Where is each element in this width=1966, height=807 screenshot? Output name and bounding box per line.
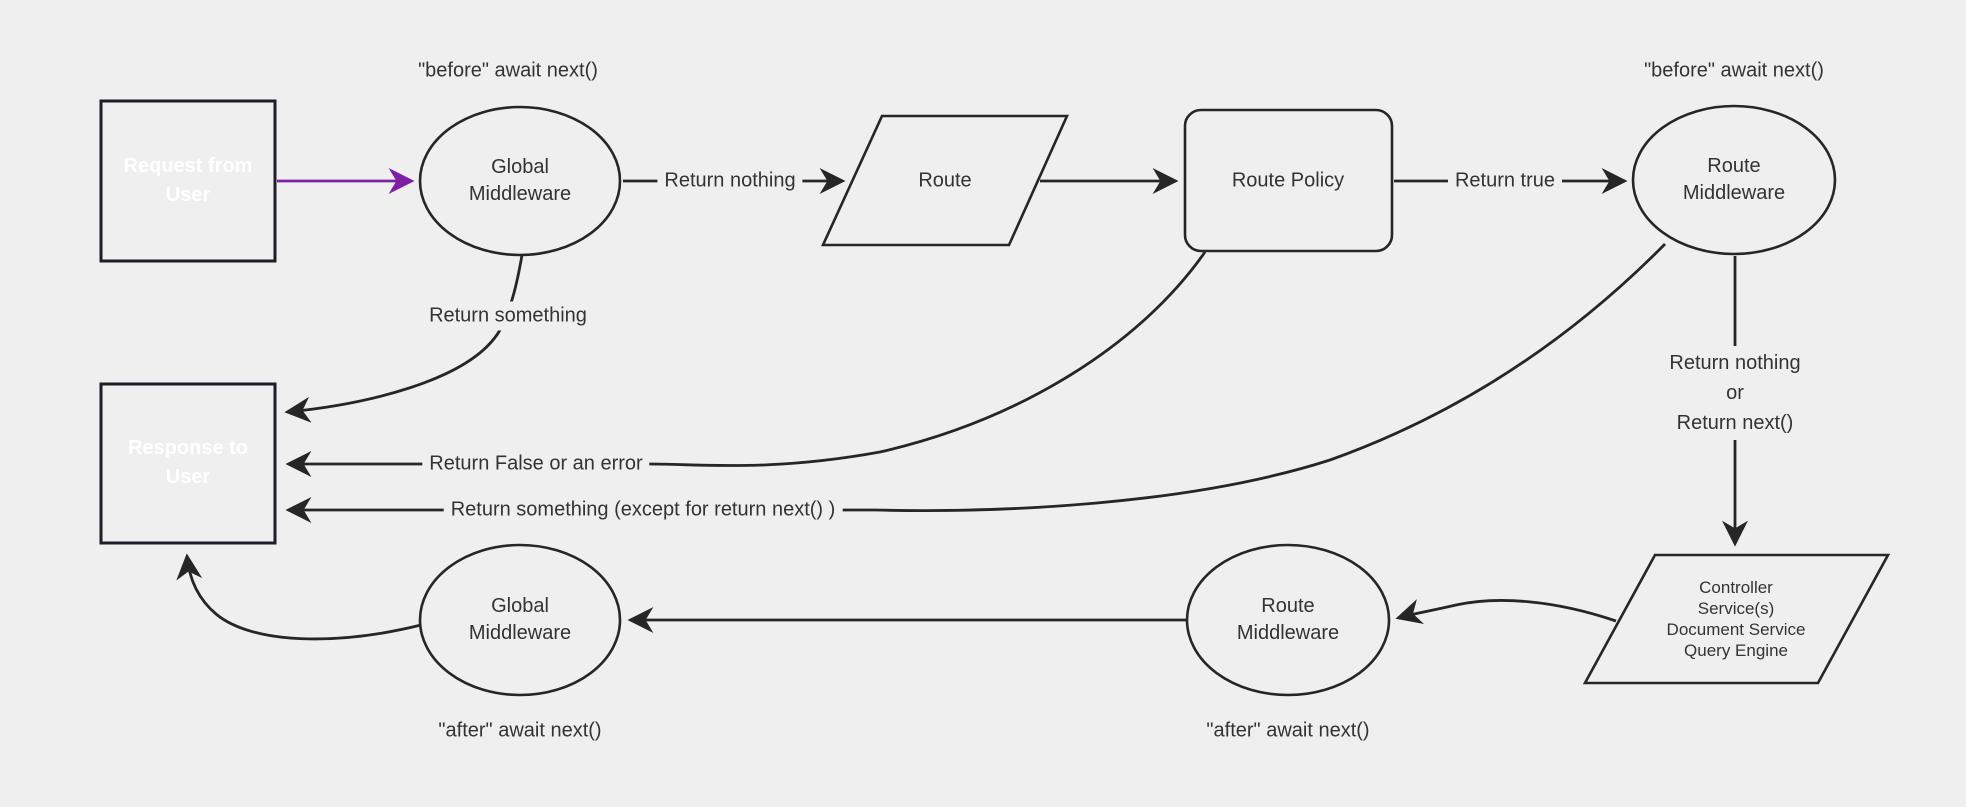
- node-response-to-user-shape: [99, 382, 277, 545]
- node-route-middleware-after-shape: [1185, 543, 1391, 697]
- node-response-to-user-label: Response to User: [127, 437, 249, 488]
- node-route-policy-label: Route Policy: [1231, 169, 1345, 192]
- edge-label-return-something: Return something: [422, 301, 594, 331]
- annotation-before-await-next-right: "before" await next(): [1644, 59, 1824, 82]
- node-route-middleware-before-shape: [1631, 104, 1837, 256]
- node-global-middleware-after-label: Global Middleware: [468, 595, 572, 644]
- node-route-middleware-before-label: Route Middleware: [1682, 155, 1786, 204]
- edge-global-middleware-after-to-response: [176, 553, 422, 641]
- node-request-from-user-shape: [99, 99, 277, 263]
- node-controller-services-shape: [1582, 553, 1891, 685]
- edge-global-middleware-to-response: [284, 254, 524, 423]
- node-route-shape: [820, 114, 1070, 247]
- edge-route-policy-to-response: [285, 251, 1207, 477]
- edge-label-return-something-except: Return something (except for return next…: [443, 495, 843, 525]
- node-global-middleware-before-label: Global Middleware: [468, 156, 572, 205]
- edge-label-return-true: Return true: [1447, 166, 1563, 196]
- annotation-after-await-next-right: "after" await next(): [1206, 719, 1370, 742]
- node-global-middleware-before-shape: [418, 105, 622, 257]
- edge-label-return-nothing: Return nothing: [657, 166, 803, 196]
- node-request-from-user-label: Request from User: [123, 155, 253, 206]
- annotation-before-await-next-left: "before" await next(): [418, 59, 598, 82]
- edge-label-return-false-or-error: Return False or an error: [422, 449, 650, 479]
- node-route-policy-shape: [1183, 108, 1394, 253]
- edge-controller-to-route-middleware-after: [1395, 599, 1617, 625]
- node-global-middleware-after-shape: [418, 543, 622, 697]
- node-route-middleware-after-label: Route Middleware: [1236, 595, 1340, 644]
- annotation-after-await-next-left: "after" await next(): [438, 719, 602, 742]
- node-controller-services-label: Controller Service(s) Document Service Q…: [1666, 578, 1806, 660]
- edge-label-return-nothing-or-next: Return nothing or Return next(): [1661, 346, 1809, 440]
- edge-route-middleware-to-response: [285, 243, 1666, 523]
- node-route-label: Route: [918, 169, 972, 192]
